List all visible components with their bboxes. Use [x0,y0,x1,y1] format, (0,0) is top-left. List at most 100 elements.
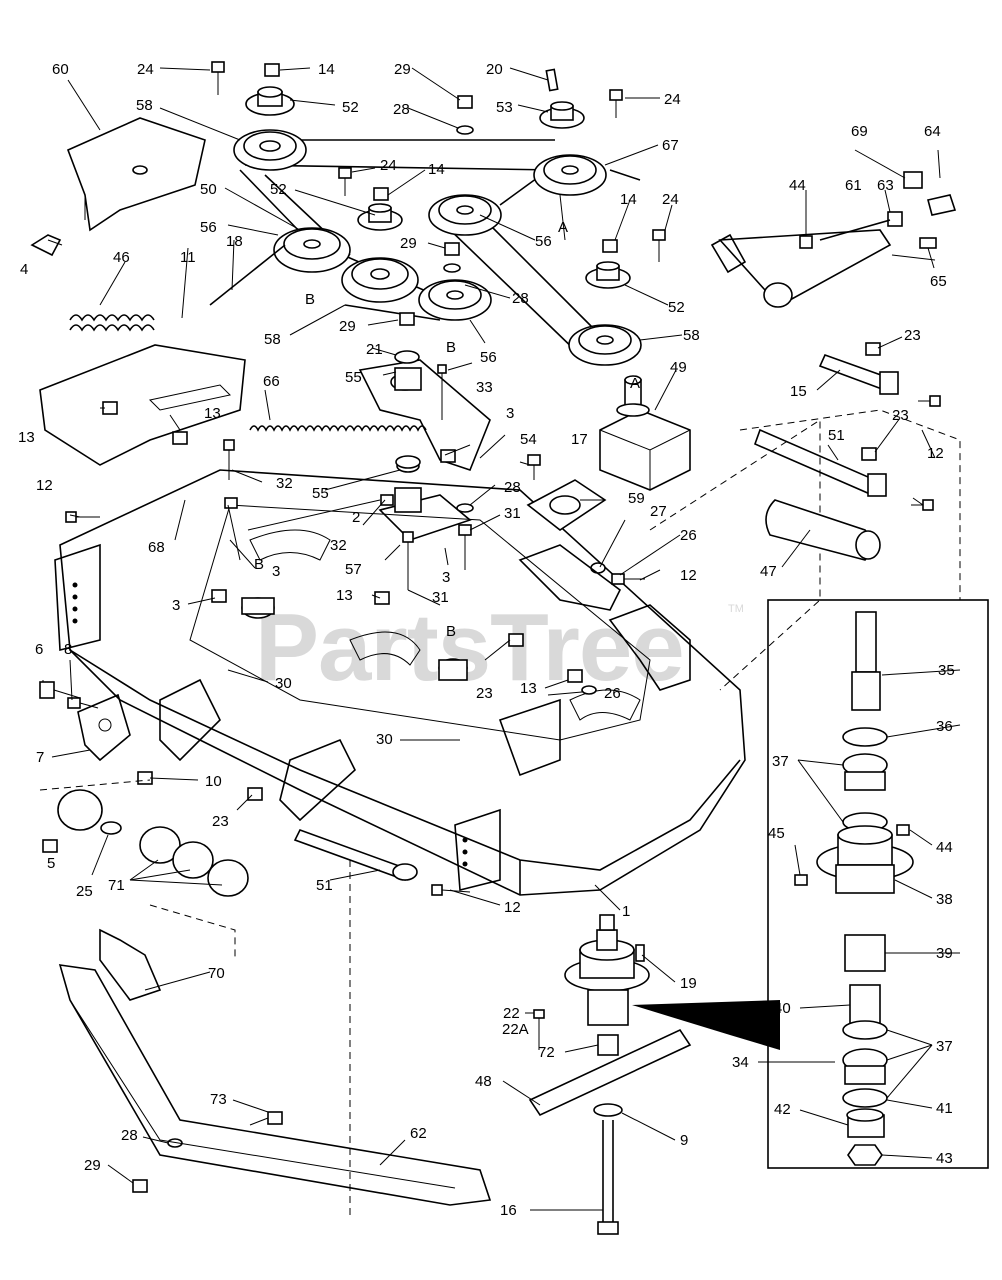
callout-28: 28 [121,1127,138,1144]
callout-45: 45 [768,825,785,842]
callout-35: 35 [938,662,955,679]
callout-31: 31 [504,505,521,522]
bearing-52-top [245,86,295,116]
callout-62: 62 [410,1125,427,1142]
callout-59: 59 [628,490,645,507]
callout-38: 38 [936,891,953,908]
callout-58: 58 [136,97,153,114]
callout-29: 29 [339,318,356,335]
callout-43: 43 [936,1150,953,1167]
callout-9: 9 [680,1132,688,1149]
callout-12: 12 [680,567,697,584]
shaft-15 [818,353,899,395]
front-axle-51 [293,829,418,881]
support-tube-61 [710,219,892,308]
callout-32: 32 [330,537,347,554]
callout-28: 28 [512,290,529,307]
callout-29: 29 [394,61,411,78]
pulley-56-lower [418,279,492,321]
letter-b-bracket: B [254,556,264,573]
callout-5: 5 [47,855,55,872]
roller-47 [739,409,961,600]
callout-67: 67 [662,137,679,154]
callout-36: 36 [936,718,953,735]
callout-21: 21 [366,341,383,358]
callout-14: 14 [318,61,335,78]
callout-52: 52 [668,299,685,316]
letter-b-deck: B [446,623,456,640]
callout-65: 65 [930,273,947,290]
letter-b-left: B [305,291,315,308]
letter-b-center: B [446,339,456,356]
callout-13: 13 [18,429,35,446]
callout-24: 24 [137,61,154,78]
callout-29: 29 [84,1157,101,1174]
callout-18: 18 [226,233,243,250]
gearbox-49 [599,375,691,491]
blade-48 [528,1028,692,1235]
idler-bracket [358,359,491,541]
callout-64: 64 [924,123,941,140]
callout-17: 17 [571,431,588,448]
callout-23: 23 [892,407,909,424]
callout-70: 70 [208,965,225,982]
callout-56: 56 [480,349,497,366]
callout-29: 29 [400,235,417,252]
callout-12: 12 [504,899,521,916]
callout-41: 41 [936,1100,953,1117]
front-hanger-parts [39,693,249,1001]
callout-22: 22 [503,1005,520,1022]
callout-47: 47 [760,563,777,580]
callout-68: 68 [148,539,165,556]
callout-72: 72 [538,1044,555,1061]
callout-14: 14 [428,161,445,178]
callout-30: 30 [275,675,292,692]
callout-2: 2 [352,509,360,526]
belt-guard-right [39,344,246,466]
pulley-56-center [428,194,502,236]
callout-1: 1 [622,903,630,920]
callout-12: 12 [36,477,53,494]
callout-42: 42 [774,1101,791,1118]
callout-48: 48 [475,1073,492,1090]
callout-54: 54 [520,431,537,448]
bearing-52-right [585,261,631,289]
hardware-nuts-bolts [30,61,957,1193]
callout-61: 61 [845,177,862,194]
callout-26: 26 [680,527,697,544]
callout-66: 66 [263,373,280,390]
callout-49: 49 [670,359,687,376]
shaft-51-rear [753,428,887,497]
callout-28: 28 [504,479,521,496]
callout-23: 23 [476,685,493,702]
callout-3: 3 [506,405,514,422]
callout-34: 34 [732,1054,749,1071]
callout-11: 11 [180,249,196,266]
callout-27: 27 [650,503,667,520]
callout-56: 56 [535,233,552,250]
callout-58: 58 [264,331,281,348]
callout-26: 26 [604,685,621,702]
callout-69: 69 [851,123,868,140]
callout-24: 24 [664,91,681,108]
pulley-58-top [233,129,307,171]
callout-labels: 60 24 14 58 52 29 28 20 53 24 67 69 64 5… [18,61,955,1219]
callout-51: 51 [828,427,845,444]
callout-23: 23 [212,813,229,830]
pulley-58-mid [341,257,419,303]
spring-66 [249,425,427,432]
callout-13: 13 [336,587,353,604]
callout-55: 55 [345,369,362,386]
callout-23: 23 [904,327,921,344]
callout-73: 73 [210,1091,227,1108]
callout-44: 44 [789,177,806,194]
callout-63: 63 [877,177,894,194]
callout-56: 56 [200,219,217,236]
spindle-detail-box [767,599,989,1169]
callout-19: 19 [680,975,697,992]
callout-52: 52 [342,99,359,116]
callout-50: 50 [200,181,217,198]
callout-33: 33 [476,379,493,396]
callout-71: 71 [108,877,125,894]
